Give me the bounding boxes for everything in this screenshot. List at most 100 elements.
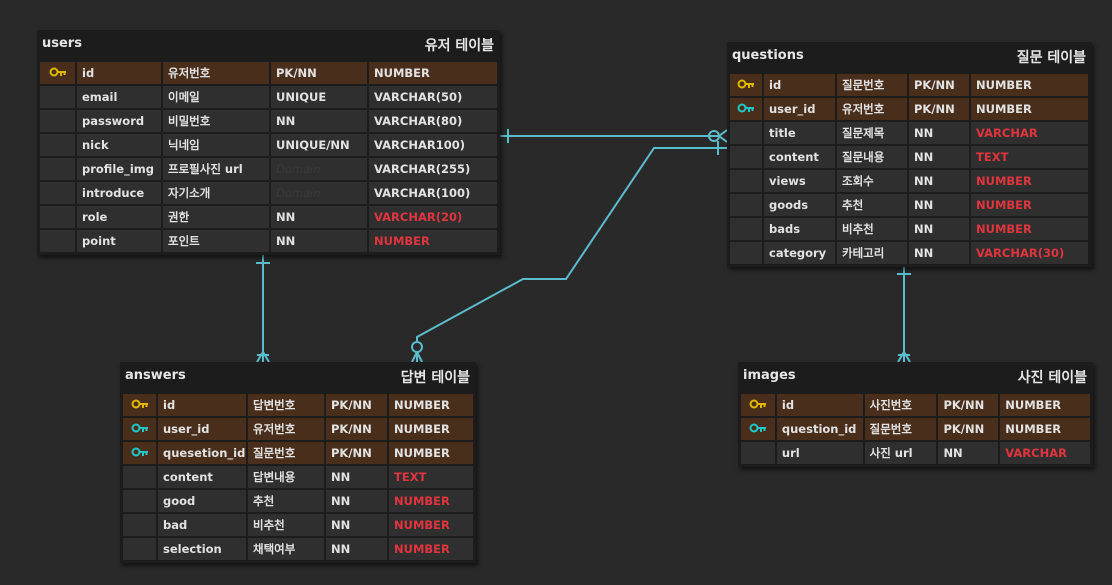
column-constraint: PK/NN (938, 418, 999, 440)
column-constraint: Domain (271, 182, 367, 204)
column-constraint: NN (938, 442, 999, 464)
column-type: VARCHAR(80) (369, 110, 497, 132)
column-description: 포인트 (163, 230, 269, 252)
relationship-questions-images[interactable] (897, 266, 911, 363)
column-description: 질문번호 (837, 74, 907, 96)
key-cell (40, 182, 75, 204)
column-type: NUMBER (369, 62, 497, 84)
column-name: goods (764, 194, 835, 216)
table-name: users (42, 36, 82, 51)
column-description: 유저번호 (837, 98, 907, 120)
fk-key-icon (749, 418, 767, 440)
key-cell (40, 206, 75, 228)
column-type: NUMBER (389, 394, 473, 416)
column-type: NUMBER (389, 538, 473, 560)
column-name: selection (158, 538, 246, 560)
column-type: NUMBER (389, 418, 473, 440)
column-type: VARCHAR100) (369, 134, 497, 156)
column-description: 이메일 (163, 86, 269, 108)
key-cell (730, 74, 762, 96)
column-name: role (77, 206, 161, 228)
fk-key-icon (131, 442, 149, 464)
column-description: 답변내용 (248, 466, 324, 488)
column-type: VARCHAR (1000, 442, 1090, 464)
key-cell (123, 490, 156, 512)
column-name: category (764, 242, 835, 264)
relationship-users-questions[interactable] (500, 129, 728, 143)
column-name: content (764, 146, 835, 168)
key-cell (730, 170, 762, 192)
crowfoot-marker (256, 351, 264, 363)
column-constraint: NN (909, 146, 969, 168)
column-description: 카테고리 (837, 242, 907, 264)
column-constraint: UNIQUE/NN (271, 134, 367, 156)
column-constraint: NN (909, 122, 969, 144)
column-name: user_id (158, 418, 246, 440)
key-cell (123, 514, 156, 536)
relationship-questions-answers[interactable] (411, 141, 727, 363)
crowfoot-marker (897, 351, 905, 363)
column-description: 질문제목 (837, 122, 907, 144)
column-name: url (776, 442, 863, 464)
column-constraint: NN (326, 490, 387, 512)
column-description: 유저번호 (163, 62, 269, 84)
key-cell (741, 394, 775, 416)
column-description: 비추천 (248, 514, 324, 536)
column-type: NUMBER (971, 194, 1088, 216)
column-constraint: NN (326, 538, 387, 560)
column-constraint: NN (271, 230, 367, 252)
key-cell (123, 442, 156, 464)
column-description: 닉네임 (163, 134, 269, 156)
relationship-users-answers[interactable] (256, 253, 270, 363)
table-header: images 사진 테이블 (738, 362, 1093, 390)
key-cell (40, 110, 75, 132)
key-cell (40, 62, 75, 84)
column-type: NUMBER (1000, 418, 1090, 440)
column-name: id (158, 394, 246, 416)
column-constraint: PK/NN (938, 394, 999, 416)
table-comment: 답변 테이블 (400, 370, 470, 386)
column-name: question_id (776, 418, 863, 440)
key-cell (741, 418, 775, 440)
column-description: 추천 (248, 490, 324, 512)
table-comment: 질문 테이블 (1016, 50, 1086, 66)
column-type: VARCHAR(50) (369, 86, 497, 108)
column-constraint: NN (271, 110, 367, 132)
table-header: answers 답변 테이블 (120, 362, 476, 390)
column-type: TEXT (389, 466, 473, 488)
column-description: 사진 url (864, 442, 937, 464)
